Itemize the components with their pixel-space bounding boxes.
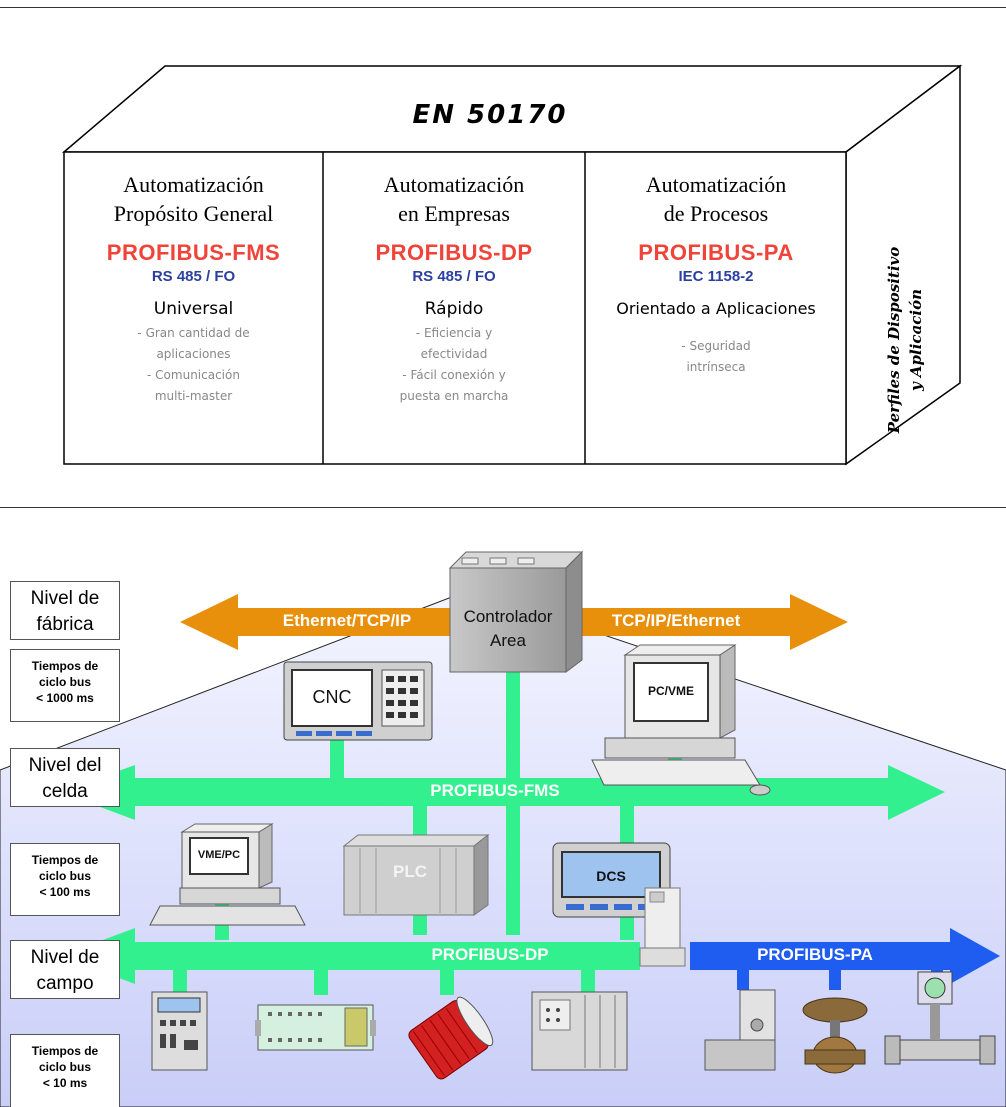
- characteristic: Orientado a Aplicaciones: [616, 299, 816, 318]
- vme-pc-label: VME/PC: [197, 849, 241, 861]
- middle-divider: [0, 507, 1006, 508]
- standard-block-outline: [61, 64, 963, 466]
- pa-bus-label: PROFIBUS-PA: [757, 945, 873, 964]
- protocol-name: PROFIBUS-FMS: [106, 240, 281, 265]
- pc-vme-icon: [591, 644, 771, 796]
- physical-layer: IEC 1158-2: [678, 268, 754, 285]
- pa-bus: [690, 928, 1000, 984]
- dcs-label: DCS: [596, 868, 626, 884]
- protocol-name: PROFIBUS-DP: [375, 240, 533, 265]
- operator-panel-icon: [151, 991, 208, 1071]
- valve-actuator-icon: [704, 989, 776, 1071]
- ethernet-right-label: TCP/IP/Ethernet: [611, 611, 741, 630]
- characteristic: Universal: [153, 299, 234, 319]
- vme-pc-icon: [149, 823, 306, 926]
- cnc-icon: [283, 661, 433, 741]
- pyramid-background: [0, 589, 1006, 1107]
- dp-bus-label: PROFIBUS-DP: [431, 945, 549, 964]
- fms-bus-label: PROFIBUS-FMS: [430, 781, 560, 800]
- dcs-icon: [552, 842, 671, 918]
- protocol-name: PROFIBUS-PA: [638, 240, 794, 265]
- cnc-label: CNC: [312, 687, 352, 707]
- drive-motor-icon: [408, 996, 494, 1080]
- flow-meter-icon: [884, 971, 996, 1065]
- pc-vme-label: PC/VME: [647, 684, 694, 698]
- dp-bus: [60, 928, 640, 984]
- io-module-icon: [255, 1004, 376, 1051]
- ethernet-left-label: Ethernet/TCP/IP: [282, 611, 412, 630]
- physical-layer: RS 485 / FO: [151, 268, 236, 285]
- dp-pa-coupler-icon: [639, 887, 686, 967]
- plc-icon: [342, 833, 490, 916]
- control-valve-icon: [802, 997, 868, 1074]
- controller-area-icon: [448, 550, 584, 673]
- characteristic: Rápido: [424, 299, 484, 319]
- physical-layer: RS 485 / FO: [412, 268, 496, 285]
- top-divider: [0, 7, 1006, 8]
- standard-title: EN 50170: [412, 100, 568, 130]
- remote-io-icon: [531, 991, 628, 1071]
- plc-label: PLC: [393, 862, 427, 881]
